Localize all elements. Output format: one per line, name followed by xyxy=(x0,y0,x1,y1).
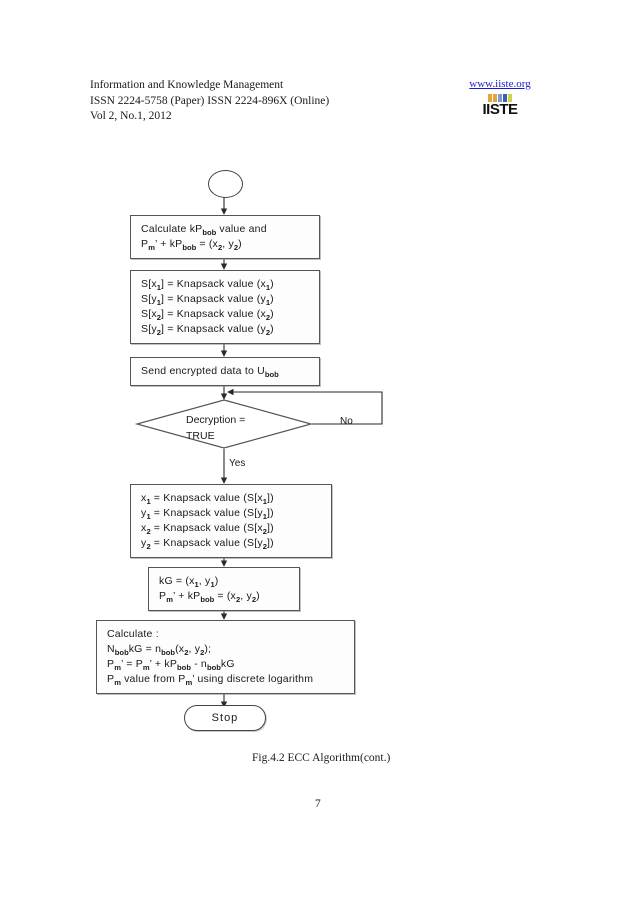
iiste-logo: IISTE xyxy=(480,94,520,120)
node-line: NbobkG = nbob(x2, y2); xyxy=(107,643,212,657)
logo-bar-3 xyxy=(498,94,502,102)
node-line: Pm value from Pm’ using discrete logarit… xyxy=(107,673,314,687)
process-kg-pair[interactable]: kG = (x1, y1) Pm’ + kPbob = (x2, y2) xyxy=(148,567,300,611)
edge-label-yes: Yes xyxy=(229,458,246,469)
journal-issn: ISSN 2224-5758 (Paper) ISSN 2224-896X (O… xyxy=(90,94,330,107)
node-line: S[y2] = Knapsack value (y2) xyxy=(141,323,274,337)
process-final-calculate[interactable]: Calculate : NbobkG = nbob(x2, y2); Pm’ =… xyxy=(96,620,355,694)
node-line: Pm’ = Pm’ + kPbob - nbobkG xyxy=(107,658,235,672)
node-line: kG = (x1, y1) xyxy=(159,575,219,589)
logo-wordmark: IISTE xyxy=(482,101,518,118)
terminator-stop-label: Stop xyxy=(211,712,239,724)
terminator-stop[interactable]: Stop xyxy=(184,705,266,731)
journal-volume: Vol 2, No.1, 2012 xyxy=(90,110,172,122)
node-line: Calculate : xyxy=(107,628,159,640)
node-line: x1 = Knapsack value (S[x1]) xyxy=(141,492,274,506)
process-knapsack-encode[interactable]: S[x1] = Knapsack value (x1) S[y1] = Knap… xyxy=(130,270,320,344)
start-connector xyxy=(208,170,243,198)
node-line: Calculate kPbob value and xyxy=(141,223,267,237)
node-line: Pm’ + kPbob = (x2, y2) xyxy=(141,238,242,252)
decision-label: Decryption = TRUE xyxy=(186,412,245,444)
node-line: x2 = Knapsack value (S[x2]) xyxy=(141,522,274,536)
node-line: S[x1] = Knapsack value (x1) xyxy=(141,278,274,292)
logo-bar-1 xyxy=(488,94,492,102)
logo-color-bars xyxy=(480,94,520,102)
page-number: 7 xyxy=(315,798,321,810)
publisher-url-link[interactable]: www.iiste.org xyxy=(469,78,531,90)
logo-bar-5 xyxy=(508,94,512,102)
page-header: Information and Knowledge Management ISS… xyxy=(90,78,550,125)
process-knapsack-decode[interactable]: x1 = Knapsack value (S[x1]) y1 = Knapsac… xyxy=(130,484,332,558)
node-line: Send encrypted data to Ubob xyxy=(141,365,279,379)
decision-line-2: TRUE xyxy=(186,430,215,442)
node-line: y2 = Knapsack value (S[y2]) xyxy=(141,537,274,551)
node-line: y1 = Knapsack value (S[y1]) xyxy=(141,507,274,521)
logo-bar-4 xyxy=(503,94,507,102)
figure-caption: Fig.4.2 ECC Algorithm(cont.) xyxy=(252,752,391,764)
node-line: Pm’ + kPbob = (x2, y2) xyxy=(159,590,260,604)
edge-label-no: No xyxy=(340,416,353,427)
process-send-data[interactable]: Send encrypted data to Ubob xyxy=(130,357,320,386)
logo-bar-2 xyxy=(493,94,497,102)
journal-title: Information and Knowledge Management xyxy=(90,79,284,91)
decision-line-1: Decryption = xyxy=(186,414,246,426)
node-line: S[x2] = Knapsack value (x2) xyxy=(141,308,274,322)
node-line: S[y1] = Knapsack value (y1) xyxy=(141,293,274,307)
process-calc-kpbob[interactable]: Calculate kPbob value and Pm’ + kPbob = … xyxy=(130,215,320,259)
publisher-block: www.iiste.org IISTE xyxy=(450,78,550,120)
